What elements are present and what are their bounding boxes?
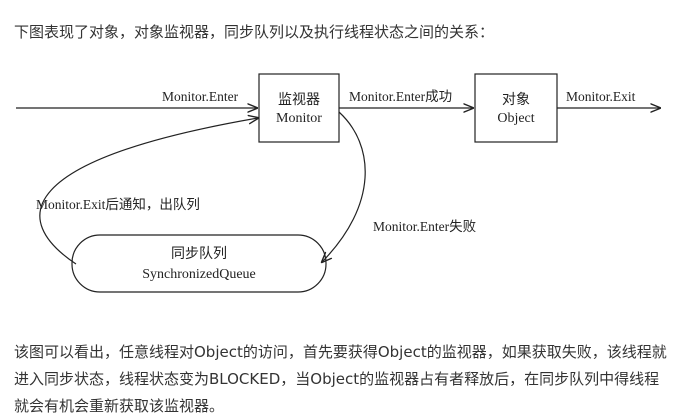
exit-notify-label: Monitor.Exit后通知，出队列 bbox=[36, 196, 200, 212]
intro-paragraph: 下图表现了对象，对象监视器，同步队列以及执行线程状态之间的关系： bbox=[14, 23, 495, 41]
explanation-line: 进入同步状态，线程状态变为BLOCKED，当Object的监视器占有者释放后，在… bbox=[14, 370, 660, 388]
exit-notify-arrow bbox=[39, 118, 258, 265]
enter-fail-arrow bbox=[322, 111, 366, 262]
queue-box-cn-label: 同步队列 bbox=[171, 246, 227, 262]
synchronized-queue-box: 同步队列 SynchronizedQueue bbox=[71, 234, 327, 293]
queue-box-en-label: SynchronizedQueue bbox=[142, 267, 256, 282]
explanation-paragraph: 该图可以看出，任意线程对Object的访问，首先要获得Object的监视器，如果… bbox=[14, 339, 674, 420]
enter-fail-label: Monitor.Enter失败 bbox=[373, 219, 477, 234]
explanation-line: 就会有机会重新获取该监视器。 bbox=[14, 397, 225, 415]
monitor-box-cn-label: 监视器 bbox=[278, 92, 320, 108]
enter-success-label: Monitor.Enter成功 bbox=[349, 89, 452, 104]
object-box-en-label: Object bbox=[497, 111, 534, 126]
monitor-box-en-label: Monitor bbox=[276, 111, 322, 126]
enter-label: Monitor.Enter bbox=[162, 89, 239, 104]
explanation-line: 该图可以看出，任意线程对Object的访问，首先要获得Object的监视器，如果… bbox=[14, 343, 667, 361]
object-box-cn-label: 对象 bbox=[502, 92, 530, 108]
monitor-box: 监视器 Monitor bbox=[258, 73, 340, 143]
exit-label: Monitor.Exit bbox=[566, 89, 636, 104]
object-box: 对象 Object bbox=[474, 73, 558, 143]
